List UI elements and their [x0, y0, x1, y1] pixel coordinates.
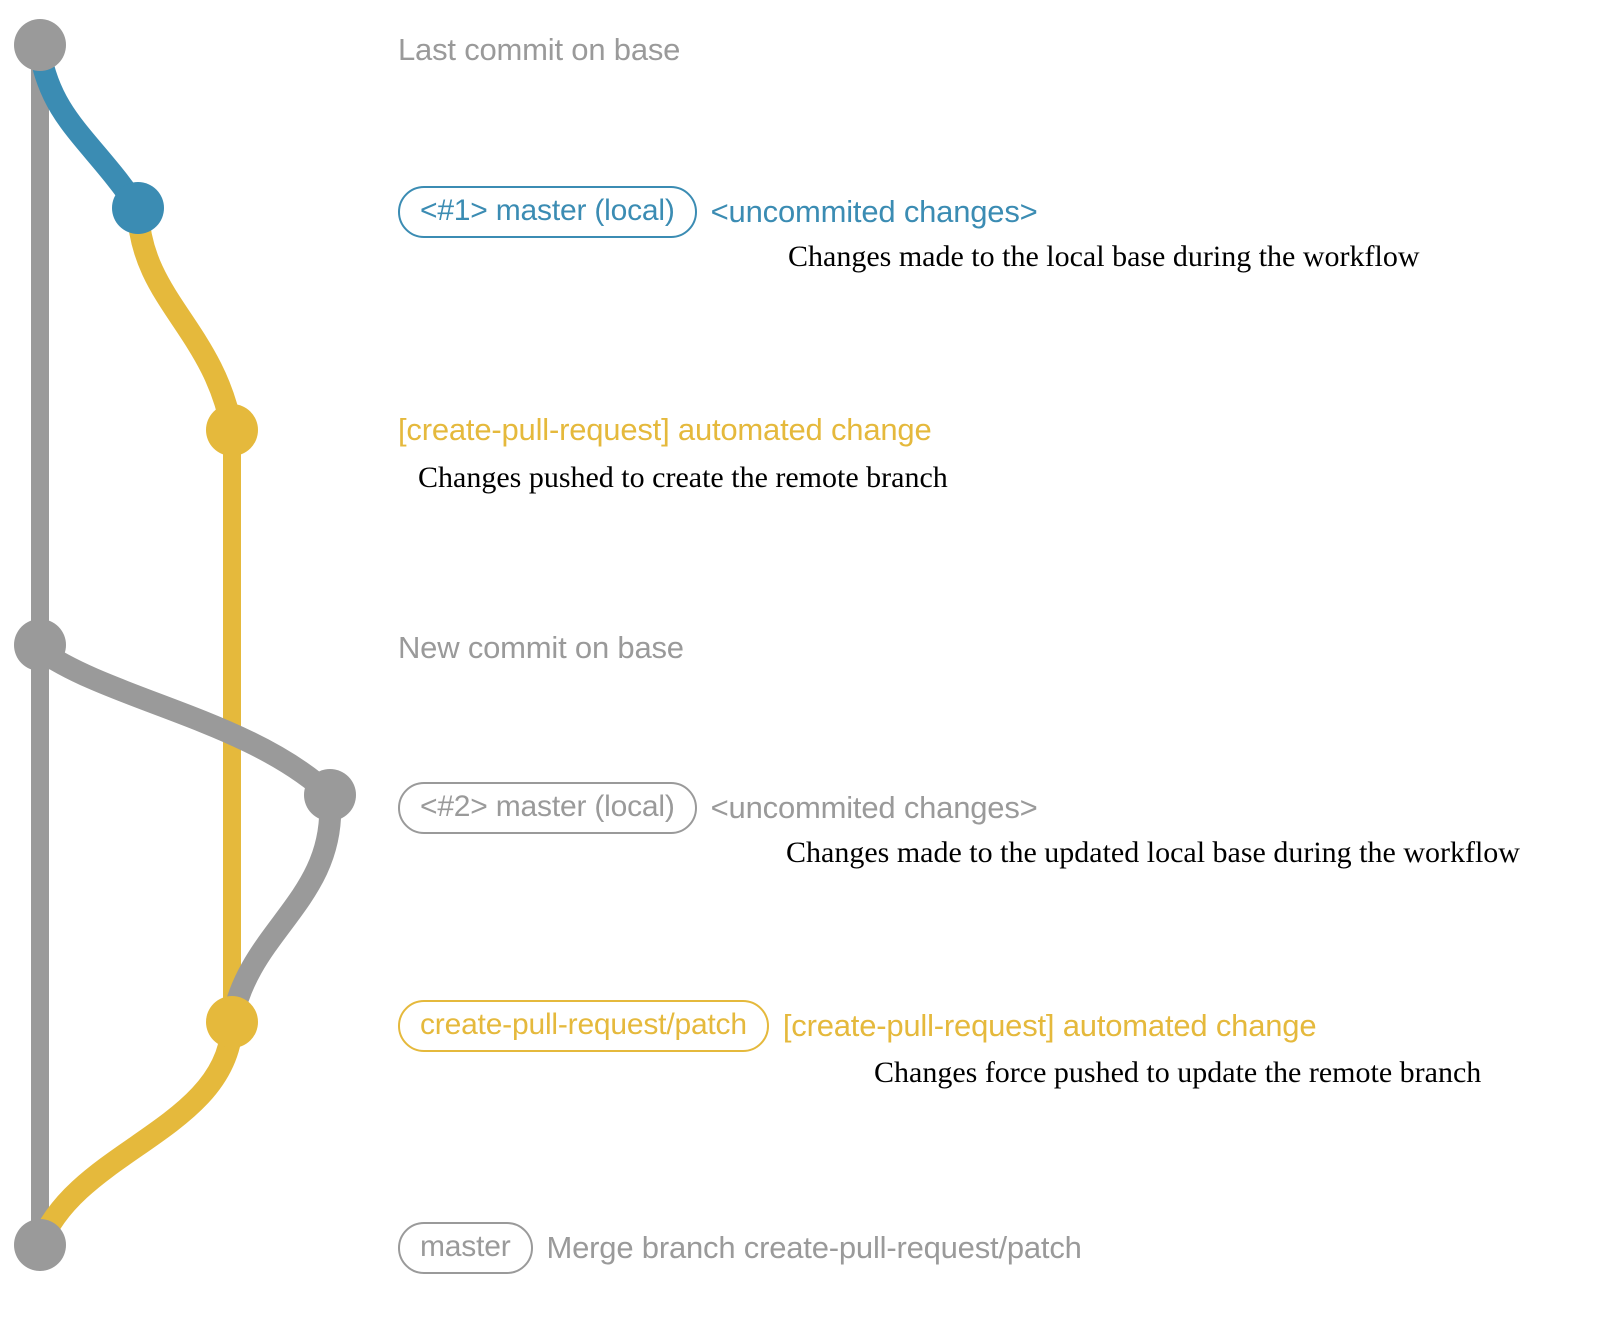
node-master-local-2[interactable] [304, 769, 356, 821]
commit-row-automated-change-2: create-pull-request/patch [create-pull-r… [398, 1000, 1317, 1052]
node-automated-change-2[interactable] [206, 996, 258, 1048]
edge-base2-to-local2 [29, 639, 341, 806]
commit-message: [create-pull-request] automated change [782, 1007, 1317, 1043]
node-master-local-1[interactable] [112, 182, 164, 234]
commit-message: Last commit on base [398, 32, 681, 67]
commit-row-merge-commit: master Merge branch create-pull-request/… [398, 1222, 1082, 1274]
edge-local1-to-patch1 [127, 201, 243, 441]
commit-row-last-commit-on-base: Last commit on base [398, 32, 680, 68]
edge-patch2-to-merge [29, 1015, 243, 1256]
commit-description-master-local-1: Changes made to the local base during th… [788, 240, 1420, 273]
branch-badge-master[interactable]: master [398, 1222, 533, 1274]
node-last-commit-on-base[interactable] [14, 19, 66, 71]
branch-badge-master-local-2[interactable]: <#2> master (local) [398, 782, 697, 834]
edge-local2-to-patch2 [221, 789, 342, 1033]
node-merge-commit[interactable] [14, 1219, 66, 1271]
commit-row-new-commit-on-base: New commit on base [398, 630, 684, 666]
commit-row-master-local-1: <#1> master (local) <uncommited changes> [398, 186, 1038, 238]
commit-message: <uncommited changes> [710, 193, 1038, 229]
commit-description-master-local-2: Changes made to the updated local base d… [786, 836, 1520, 869]
commit-message: <uncommited changes> [710, 789, 1038, 825]
commit-row-automated-change-1: [create-pull-request] automated change [398, 412, 932, 448]
commit-message: Merge branch create-pull-request/patch [546, 1229, 1082, 1265]
branch-badge-master-local-1[interactable]: <#1> master (local) [398, 186, 697, 238]
commit-description-automated-change-1: Changes pushed to create the remote bran… [418, 461, 948, 494]
commit-description-automated-change-2: Changes force pushed to update the remot… [874, 1056, 1482, 1089]
commit-message: New commit on base [398, 630, 684, 665]
commit-row-master-local-2: <#2> master (local) <uncommited changes> [398, 782, 1038, 834]
commit-message: [create-pull-request] automated change [398, 412, 932, 447]
branch-badge-create-pull-request-patch[interactable]: create-pull-request/patch [398, 1000, 769, 1052]
edge-base-to-local1 [29, 41, 149, 219]
node-automated-change-1[interactable] [206, 404, 258, 456]
node-new-commit-on-base[interactable] [14, 619, 66, 671]
